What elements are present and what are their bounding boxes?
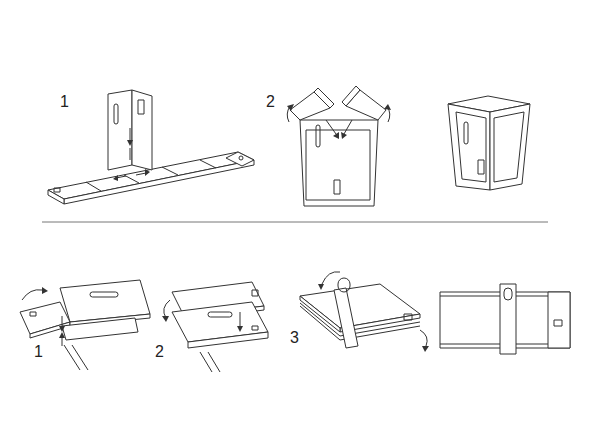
finished-box — [448, 96, 530, 190]
step-number: 2 — [155, 344, 164, 360]
fold-step-two — [162, 282, 268, 372]
folding-box — [287, 86, 391, 206]
step-number: 1 — [34, 344, 43, 360]
folded-flat — [440, 284, 570, 354]
fold-step-one — [20, 280, 150, 370]
separator-line — [42, 222, 548, 223]
step-number: 3 — [290, 330, 299, 346]
step-number: 1 — [60, 94, 69, 110]
standing-panel — [108, 90, 152, 181]
step-number: 2 — [266, 94, 275, 110]
fold-step-three — [300, 272, 429, 352]
